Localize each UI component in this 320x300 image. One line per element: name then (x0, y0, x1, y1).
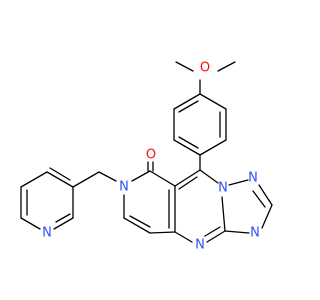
bond-c9a-c9carbonyl (149, 170, 176, 187)
bond-ph1 (199, 93, 227, 110)
bond-c9-c9a (174, 169, 201, 187)
bond-py-a-double (49, 167, 71, 181)
bond-py-d (20, 217, 41, 230)
bond-c2-n3 (261, 204, 273, 229)
atom-o-carbonyl: O (146, 148, 156, 163)
bond-py-e (53, 217, 74, 230)
atom-n-pyridine: N (42, 226, 52, 241)
bond-n-ch2 (98, 171, 117, 182)
atom-n-triazole-right: N (250, 226, 260, 241)
atom-n-pyrimidine-lower: N (195, 238, 205, 253)
atom-n-triazole-upper: N (248, 171, 258, 186)
bond-ph6 (173, 93, 201, 110)
bond-carbonyl-n (131, 170, 151, 182)
bond-c5-c4a (149, 231, 176, 234)
bond-py-e-double (55, 213, 71, 223)
bond-n1-c3a (221, 196, 226, 232)
atom-n-pyridone: N (119, 180, 129, 195)
bond-c3a-n4 (206, 230, 226, 243)
bond-n1-n2 (228, 179, 249, 186)
bond-c9-c9a-double (178, 176, 198, 190)
bond-ph6-double (178, 100, 199, 113)
bond-c3a-n4-double (204, 226, 221, 237)
bond-py-b (20, 171, 48, 188)
atom-o-methoxy: O (200, 61, 210, 76)
bond-ph3 (199, 139, 227, 156)
bond-ch2-py3 (72, 171, 100, 188)
bond-n4-c4a (174, 231, 193, 243)
molecule-structure-canvas: O O N N N N N N (20, 61, 273, 253)
bond-o-c4phenyl (175, 61, 194, 72)
bond-ph4-double (178, 136, 199, 149)
bond-n2-c2-double (252, 190, 266, 208)
bond-ph4 (173, 139, 201, 156)
bond-n3-c3a (224, 230, 250, 234)
chemical-structure-diagram: O O N N N N N N (20, 61, 273, 253)
bond-c9-n1 (199, 169, 219, 184)
bond-c6-c5-double (129, 215, 151, 228)
bond-c6-c5 (123, 217, 151, 234)
bond-py-a (46, 171, 74, 188)
atom-n-bridgehead: N (218, 181, 228, 196)
bond-methyl-o (217, 61, 236, 72)
bond-n2-c2 (258, 184, 273, 206)
